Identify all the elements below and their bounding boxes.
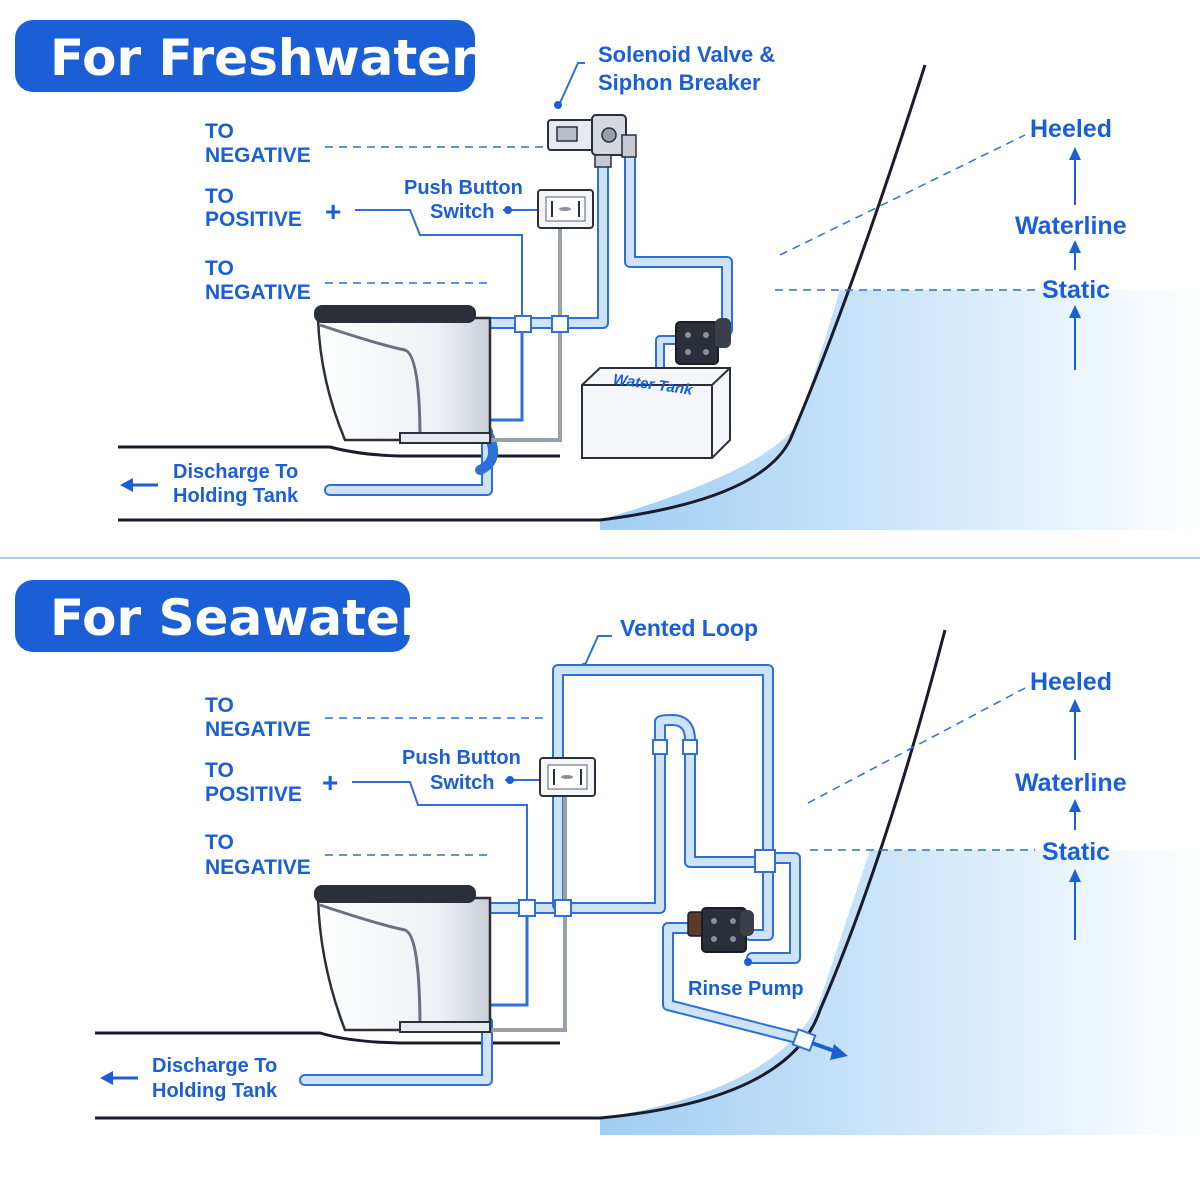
discharge-label-line1: Discharge To xyxy=(173,461,298,483)
sea-water-2 xyxy=(600,850,1200,1135)
pos-label-2-line1: TO xyxy=(205,759,234,782)
neg2-label-2-line2: NEGATIVE xyxy=(205,856,311,879)
solenoid-leader xyxy=(559,62,585,104)
solenoid-label-line2: Siphon Breaker xyxy=(598,70,761,95)
push-button-switch-2 xyxy=(539,757,596,797)
heeled-dashed-line xyxy=(779,134,1026,256)
freshwater-panel: For Freshwater Heeled Waterline Static T… xyxy=(15,20,1200,530)
neg2-label-line2: NEGATIVE xyxy=(205,281,311,304)
pos-wire-2 xyxy=(352,781,528,905)
seawater-title-banner: For Seawater xyxy=(15,580,425,652)
deck-line-2 xyxy=(95,1031,560,1045)
freshwater-discharge xyxy=(120,478,158,492)
seawater-title: For Seawater xyxy=(50,589,425,647)
solenoid-label-line1: Solenoid Valve & xyxy=(598,42,775,67)
freshwater-title-banner: For Freshwater xyxy=(15,20,476,92)
pos-label-2-line2: POSITIVE xyxy=(205,783,302,806)
plus-sign-2: + xyxy=(322,767,338,798)
neg2-label-2-line1: TO xyxy=(205,831,234,854)
switch-label-line2: Switch xyxy=(430,201,494,223)
seawater-pipes xyxy=(299,664,811,1086)
water-tank: Water Tank xyxy=(581,367,731,459)
vented-loop-label: Vented Loop xyxy=(620,615,758,641)
switch-label-2-line2: Switch xyxy=(430,772,494,794)
plus-sign: + xyxy=(325,196,341,227)
waterline-label: Waterline xyxy=(1015,212,1127,240)
switch-label-line1: Push Button xyxy=(404,177,523,199)
discharge-label-2-line1: Discharge To xyxy=(152,1055,277,1077)
pos-label-line2: POSITIVE xyxy=(205,208,302,231)
solenoid-valve xyxy=(547,114,637,168)
seawater-discharge xyxy=(100,1071,138,1085)
waterline-arrows xyxy=(1069,147,1081,370)
heeled-dashed-line-2 xyxy=(807,687,1026,804)
neg1-label-line2: NEGATIVE xyxy=(205,144,311,167)
freshwater-title: For Freshwater xyxy=(50,29,476,87)
switch-label-2-line1: Push Button xyxy=(402,747,521,769)
rinse-pump-label: Rinse Pump xyxy=(688,978,804,1000)
heeled-label: Heeled xyxy=(1030,115,1112,143)
discharge-label-2-line2: Holding Tank xyxy=(152,1080,278,1102)
deck-line xyxy=(118,445,560,458)
neg1-label-line1: TO xyxy=(205,120,234,143)
waterline-label-2: Waterline xyxy=(1015,769,1127,797)
hull-line xyxy=(118,64,927,522)
neg1-label-2-line2: NEGATIVE xyxy=(205,718,311,741)
static-label: Static xyxy=(1042,276,1110,304)
hull-line-2 xyxy=(95,629,947,1120)
rinse-pump xyxy=(687,907,754,966)
pos-label-line1: TO xyxy=(205,185,234,208)
thru-hull-outlet xyxy=(791,1028,848,1060)
discharge-label-line2: Holding Tank xyxy=(173,485,299,507)
neg1-label-2-line1: TO xyxy=(205,694,234,717)
tee-fitting xyxy=(754,849,776,873)
seawater-toilet xyxy=(314,885,492,1033)
freshwater-pump xyxy=(675,318,731,365)
freshwater-toilet xyxy=(314,305,492,444)
seawater-panel: For Seawater Heeled Waterline Static TO … xyxy=(15,580,1200,1135)
static-label-2: Static xyxy=(1042,838,1110,866)
waterline-arrows-2 xyxy=(1069,699,1081,940)
grey-cable-2 xyxy=(490,795,567,1032)
grey-cable xyxy=(490,228,562,442)
vented-loop-leader xyxy=(584,635,612,666)
neg2-label-line1: TO xyxy=(205,257,234,280)
sea-water xyxy=(600,290,1200,530)
push-button-switch xyxy=(537,189,594,229)
pos-wire xyxy=(355,209,523,318)
heeled-label-2: Heeled xyxy=(1030,668,1112,696)
